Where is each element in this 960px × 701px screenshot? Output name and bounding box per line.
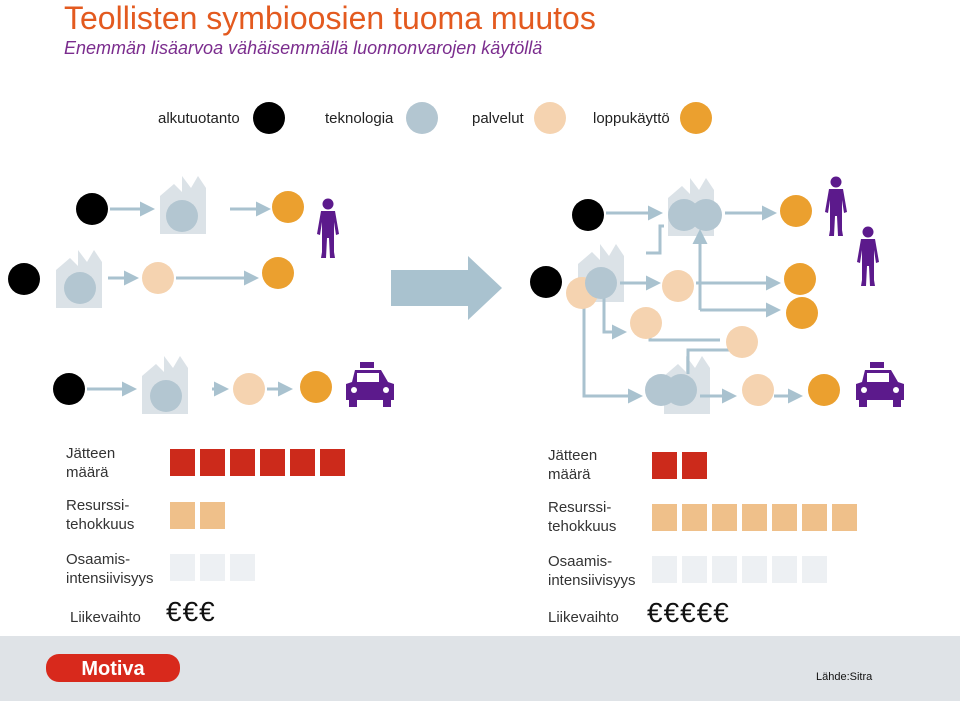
waste-square	[652, 452, 677, 479]
legend-dot-enduse	[680, 102, 712, 134]
net-technology-2	[690, 199, 722, 231]
legend-dot-primary	[253, 102, 285, 134]
net-services-3	[630, 307, 662, 339]
legend-label-enduse: loppukäyttö	[593, 110, 670, 127]
efficiency-square	[170, 502, 195, 529]
net-services-4	[726, 326, 758, 358]
waste-square	[230, 449, 255, 476]
knowledge-square	[742, 556, 767, 583]
revenue-label: Liikevaihto	[70, 609, 141, 626]
chain3-enduse	[300, 371, 332, 403]
net-primary-1	[572, 199, 604, 231]
page-subtitle: Enemmän lisäarvoa vähäisemmällä luonnonv…	[64, 38, 543, 58]
person-icon	[317, 198, 339, 258]
efficiency-label: Resurssi-tehokkuus	[548, 499, 617, 535]
efficiency-square	[802, 504, 827, 531]
knowledge-square	[802, 556, 827, 583]
taxi-icon	[346, 362, 394, 407]
legend-dot-services	[534, 102, 566, 134]
net-technology-5	[665, 374, 697, 406]
efficiency-label: Resurssi-tehokkuus	[66, 497, 135, 533]
legend-dots	[253, 102, 712, 134]
knowledge-square	[772, 556, 797, 583]
efficiency-square	[832, 504, 857, 531]
net-enduse-2	[784, 263, 816, 295]
chain3-primary	[53, 373, 85, 405]
knowledge-label: Osaamis-intensiivisyys	[66, 551, 154, 587]
knowledge-square	[712, 556, 737, 583]
net-enduse-4	[808, 374, 840, 406]
motiva-logo-icon: Motiva	[46, 654, 180, 682]
chain1-enduse	[272, 191, 304, 223]
net-services-5	[742, 374, 774, 406]
net-technology-3	[585, 267, 617, 299]
chain3-technology	[150, 380, 182, 412]
chain2-primary	[8, 263, 40, 295]
symbiosis-diagram	[8, 102, 904, 414]
net-technology-1	[668, 199, 700, 231]
knowledge-square	[200, 554, 225, 581]
knowledge-square	[682, 556, 707, 583]
knowledge-square	[652, 556, 677, 583]
efficiency-square	[772, 504, 797, 531]
legend-label-services: palvelut	[472, 110, 524, 127]
efficiency-square	[200, 502, 225, 529]
net-enduse-1	[780, 195, 812, 227]
net-services-2	[662, 270, 694, 302]
chain1-primary	[76, 193, 108, 225]
waste-square	[260, 449, 285, 476]
efficiency-square	[712, 504, 737, 531]
knowledge-square	[170, 554, 195, 581]
waste-square	[290, 449, 315, 476]
legend-label-primary: alkutuotanto	[158, 110, 240, 127]
chain2-services	[142, 262, 174, 294]
linear-chains	[8, 176, 394, 414]
source-note: Lähde:Sitra	[816, 671, 873, 683]
legend-label-technology: teknologia	[325, 110, 394, 127]
net-primary-2	[530, 266, 562, 298]
revenue-label: Liikevaihto	[548, 609, 619, 626]
waste-square	[170, 449, 195, 476]
knowledge-square	[230, 554, 255, 581]
transition-arrow-icon	[391, 256, 502, 320]
chain1-technology	[166, 200, 198, 232]
waste-square	[682, 452, 707, 479]
net-enduse-3	[786, 297, 818, 329]
chain2-technology	[64, 272, 96, 304]
logo-text: Motiva	[81, 658, 145, 680]
efficiency-square	[652, 504, 677, 531]
knowledge-label: Osaamis-intensiivisyys	[548, 553, 636, 589]
waste-square	[320, 449, 345, 476]
waste-square	[200, 449, 225, 476]
efficiency-square	[742, 504, 767, 531]
symbiosis-network	[530, 176, 904, 414]
chain3-services	[233, 373, 265, 405]
efficiency-square	[682, 504, 707, 531]
legend-dot-technology	[406, 102, 438, 134]
taxi-icon-right	[856, 362, 904, 407]
page-title: Teollisten symbioosien tuoma muutos	[64, 0, 596, 36]
revenue-euro-icons: €€€€€	[647, 597, 730, 628]
chain2-enduse	[262, 257, 294, 289]
revenue-euro-icons: €€€	[166, 596, 216, 627]
